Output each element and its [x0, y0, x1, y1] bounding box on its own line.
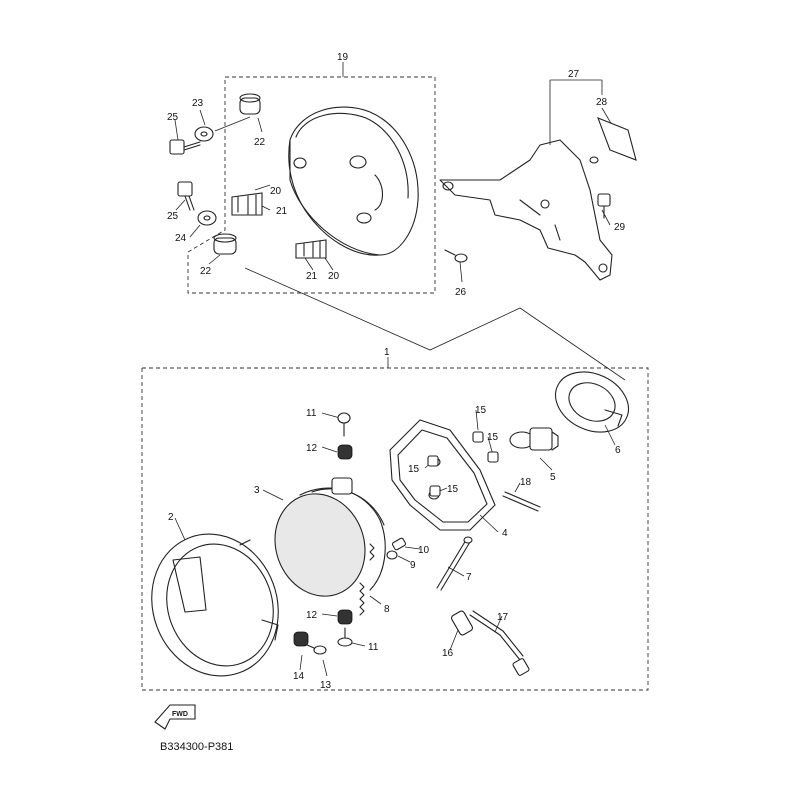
- grommet-12-upper: [337, 444, 353, 460]
- callout-1: 1: [384, 347, 390, 358]
- position-lamp-16: [450, 610, 474, 636]
- callout-22-upper: 22: [254, 137, 266, 148]
- callout-21-lower: 21: [306, 271, 318, 282]
- grommet-12-lower: [337, 609, 353, 625]
- callout-21-upper: 21: [276, 206, 288, 217]
- callout-26: 26: [455, 287, 467, 298]
- nut-15-d: [429, 485, 441, 497]
- callout-8: 8: [384, 604, 390, 615]
- headlight-case-19: [288, 106, 419, 256]
- collar-10: [391, 537, 407, 551]
- callout-18: 18: [520, 477, 532, 488]
- nut-15-a: [472, 431, 484, 443]
- callout-labels: 1 2 3 4 5 6 7 8 9 10 11 11 12 12 13 14 1…: [167, 52, 626, 691]
- callout-20-upper: 20: [270, 186, 282, 197]
- callout-28: 28: [596, 97, 608, 108]
- bracket-27: [439, 139, 613, 281]
- washer-24: [197, 210, 217, 226]
- callout-9: 9: [410, 560, 416, 571]
- grommet-22-upper: [239, 93, 261, 115]
- callout-12-upper: 12: [306, 443, 318, 454]
- callout-23: 23: [192, 98, 204, 109]
- grommet-14: [293, 631, 309, 647]
- screw-26: [444, 249, 468, 263]
- nut-9: [386, 550, 398, 560]
- nut-15-c: [427, 455, 439, 467]
- callout-20-lower: 20: [328, 271, 340, 282]
- callout-7: 7: [466, 572, 472, 583]
- callout-25-upper: 25: [167, 112, 179, 123]
- lens-unit-3: [274, 477, 386, 597]
- callout-25-lower: 25: [167, 211, 179, 222]
- callout-14: 14: [293, 671, 305, 682]
- spring-8: [359, 543, 375, 616]
- fwd-arrow-icon: FWD: [154, 704, 196, 730]
- callout-16: 16: [442, 648, 454, 659]
- callout-29: 29: [614, 222, 626, 233]
- pin-18: [502, 491, 541, 512]
- plate-28: [589, 117, 637, 164]
- screw-11-lower: [337, 627, 353, 647]
- fwd-label: FWD: [172, 711, 188, 718]
- bolt-29: [597, 193, 611, 219]
- nut-15-b: [487, 451, 499, 463]
- leader-lines: [174, 62, 626, 677]
- grommet-22-lower: [213, 233, 237, 255]
- callout-27: 27: [568, 69, 580, 80]
- bolt-25-upper: [169, 139, 201, 155]
- callout-2: 2: [168, 512, 174, 523]
- group-1-box: [141, 367, 649, 691]
- callout-13: 13: [320, 680, 332, 691]
- bulb-5: [509, 427, 559, 451]
- clip-20-21-lower: [295, 239, 327, 259]
- callout-19: 19: [337, 52, 349, 63]
- socket-cover-6: [555, 371, 629, 433]
- bolt-25-lower: [177, 181, 195, 211]
- callout-11-lower: 11: [368, 642, 379, 653]
- callout-15-a: 15: [475, 405, 487, 416]
- lamp-cord-17: [469, 610, 530, 676]
- clip-20-21-upper: [231, 192, 263, 216]
- callout-15-d: 15: [447, 484, 459, 495]
- callout-24: 24: [175, 233, 187, 244]
- callout-15-b: 15: [487, 432, 499, 443]
- callout-5: 5: [550, 472, 556, 483]
- callout-4: 4: [502, 528, 508, 539]
- screw-11-upper: [337, 412, 351, 437]
- callout-11-upper: 11: [306, 408, 317, 419]
- diagram-code: B334300-P381: [160, 741, 233, 753]
- callout-6: 6: [615, 445, 621, 456]
- callout-17: 17: [497, 612, 509, 623]
- callout-3: 3: [254, 485, 260, 496]
- screw-7: [436, 536, 473, 591]
- rim-2: [151, 533, 279, 677]
- group-19-box: [187, 76, 436, 294]
- callout-10: 10: [418, 545, 430, 556]
- callout-22-lower: 22: [200, 266, 212, 277]
- screw-13: [304, 643, 327, 655]
- callout-15-c: 15: [408, 464, 420, 475]
- callout-12-lower: 12: [306, 610, 318, 621]
- washer-23: [194, 126, 214, 142]
